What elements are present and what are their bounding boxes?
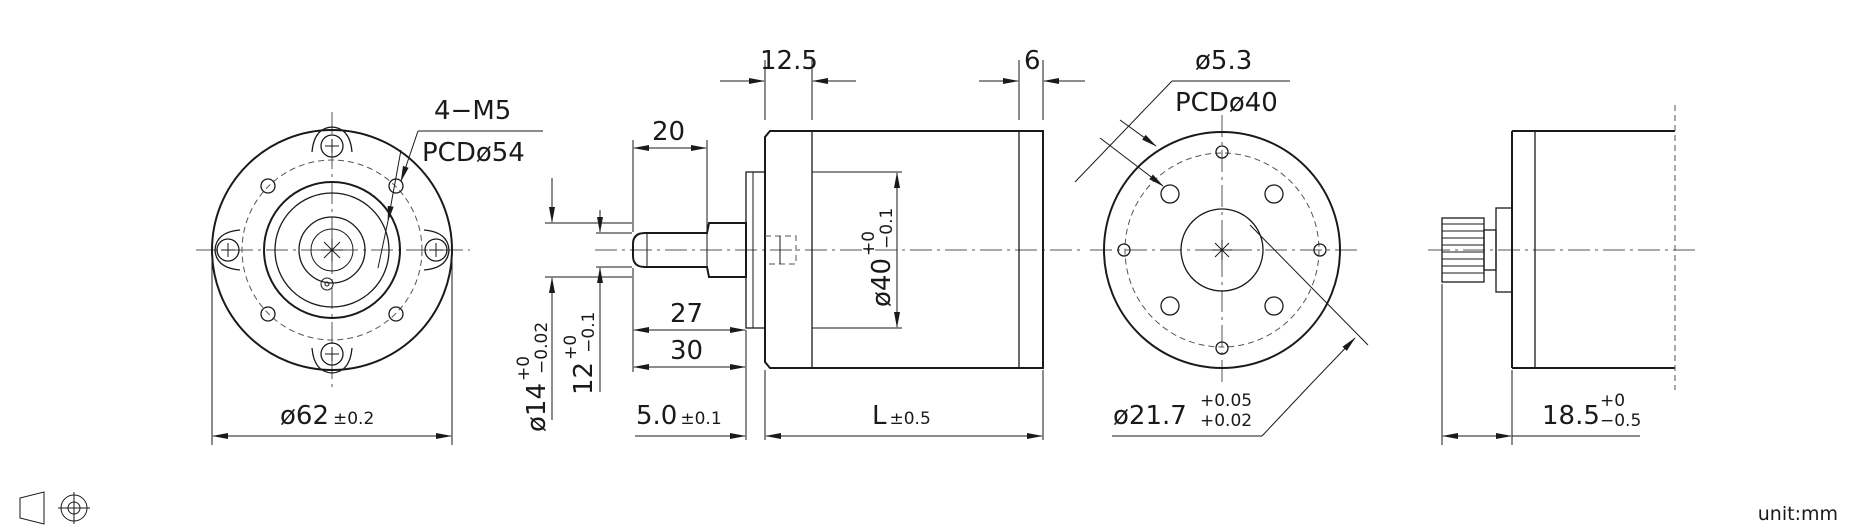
rear-center-mark — [1212, 240, 1232, 260]
unit-label: unit:mm — [1758, 503, 1838, 525]
shaft-center-mark — [321, 239, 343, 261]
leader-pcd40-arrow — [1119, 119, 1157, 147]
output-shaft — [632, 222, 747, 278]
pinion-teeth — [1442, 223, 1484, 274]
m5-hole-sw — [260, 306, 276, 322]
m5-hole-nw — [260, 178, 276, 194]
shaft-circle — [310, 228, 354, 272]
pinion-gear — [1441, 217, 1485, 283]
leader-4m5 — [400, 130, 419, 182]
label-18-5-tol-lower: −0.5 — [1600, 411, 1641, 431]
label-6: 6 — [1024, 46, 1041, 76]
screw-lug-bottom — [311, 342, 353, 374]
label-30: 30 — [670, 336, 703, 366]
rear-hole-nw — [1160, 184, 1180, 204]
rear-hole-sw — [1160, 296, 1180, 316]
label-12-5: 12.5 — [760, 46, 818, 76]
leader-5-3-arrow — [1099, 137, 1164, 187]
side-view: 20 12.5 6 27 30 ø14+0−0.02 12+0−0.1 — [514, 46, 1085, 440]
rear-view: ø5.3 PCDø40 ø21.7 +0.05 +0.02 — [1074, 46, 1369, 437]
housing-circle — [263, 181, 401, 319]
screw-lug-right — [423, 229, 450, 271]
label-dia21-7-tol-lower: +0.02 — [1200, 411, 1252, 431]
projection-cone-icon — [19, 491, 45, 525]
pcd-40-circle — [1124, 152, 1320, 348]
pcd-54-circle — [241, 159, 423, 341]
label-20: 20 — [652, 117, 685, 147]
label-4m5: 4−M5 — [434, 96, 511, 126]
motor-body — [764, 130, 1044, 369]
leader-21-7-arrow — [1309, 337, 1356, 386]
rear-body-circle — [1103, 131, 1341, 369]
label-dia21-7-tol-upper: +0.05 — [1200, 391, 1252, 411]
dim21-7-ext — [1249, 224, 1369, 346]
front-flat-marker — [320, 277, 334, 291]
flange-outer-circle — [211, 129, 453, 371]
rear-hole-left — [1117, 243, 1131, 257]
label-18-5-tol-upper: +0 — [1600, 391, 1625, 411]
rear-hole-ne — [1264, 184, 1284, 204]
leader-pcd54 — [387, 149, 402, 222]
front-view: 4−M5 PCDø54 ø62±0.2 — [196, 96, 543, 445]
rear-hole-right — [1313, 243, 1327, 257]
label-dia40: ø40+0−0.1 — [859, 208, 897, 307]
boss-circle — [298, 216, 366, 284]
screw-lug-left — [214, 229, 241, 271]
leader-5-3 — [1074, 80, 1173, 183]
label-L: L±0.5 — [872, 401, 931, 431]
m5-hole-ne — [388, 178, 404, 194]
label-5-3: ø5.3 — [1195, 46, 1252, 76]
label-27: 27 — [670, 299, 703, 329]
projection-symbol — [19, 491, 90, 525]
screw-lug-top — [311, 126, 353, 158]
label-dia14: ø14+0−0.02 — [514, 322, 552, 432]
rear-hole-top — [1215, 145, 1229, 159]
m5-hole-se — [388, 306, 404, 322]
boss-21-7-circle — [1180, 208, 1264, 292]
label-5-0: 5.0±0.1 — [636, 401, 722, 431]
label-18-5: 18.5 — [1542, 401, 1600, 431]
leader-pcd54-ext — [377, 220, 389, 269]
label-pcd54: PCDø54 — [422, 138, 525, 168]
rear-hole-se — [1264, 296, 1284, 316]
label-12: 12+0−0.1 — [561, 312, 599, 395]
label-dia62: ø62±0.2 — [280, 401, 374, 431]
housing-inner-circle — [274, 192, 390, 308]
rear-hole-bottom — [1215, 341, 1229, 355]
label-pcd40: PCDø40 — [1175, 88, 1278, 118]
projection-circle-icon — [58, 492, 90, 524]
end-view: 18.5 +0 −0.5 — [1428, 105, 1700, 445]
leader-21-7 — [1261, 384, 1311, 437]
label-dia21-7: ø21.7 — [1113, 401, 1187, 431]
